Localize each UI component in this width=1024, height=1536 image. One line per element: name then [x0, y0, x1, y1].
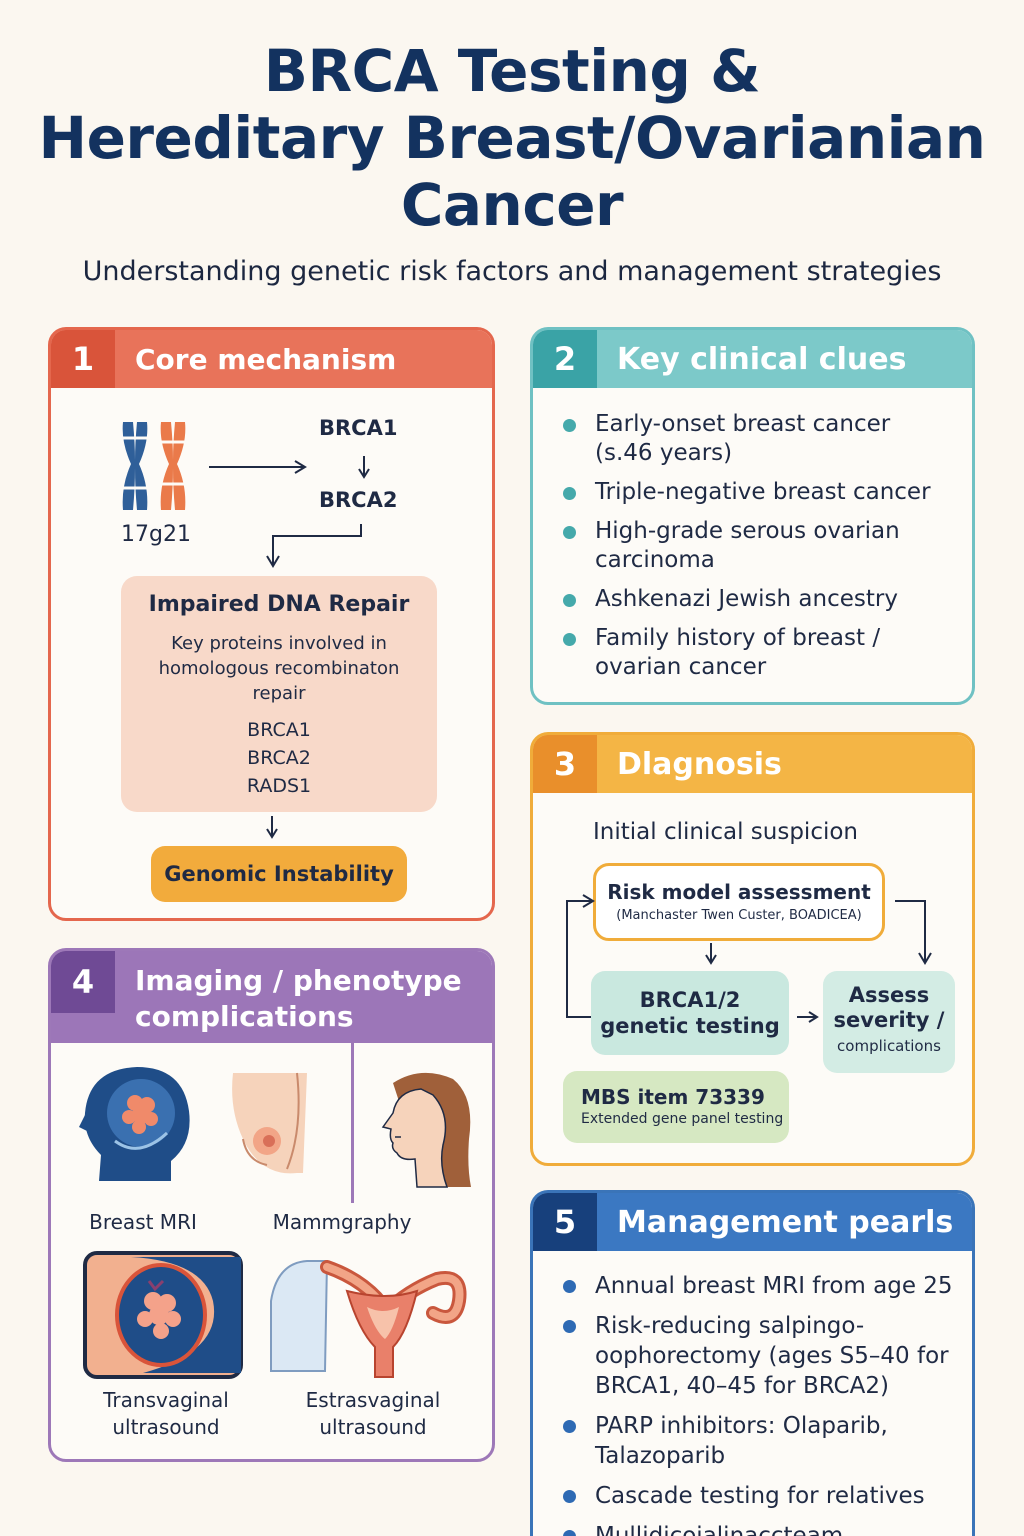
- arrow-down-icon: [266, 816, 278, 839]
- list-item: Family history of breast / ovarian cance…: [563, 624, 952, 682]
- title-line-3: Cancer: [400, 171, 624, 239]
- mechanism-number: 1: [51, 330, 115, 388]
- label-transvaginal-ultrasound: Transvaginal ultrasound: [103, 1388, 229, 1439]
- initial-suspicion: Initial clinical suspicion: [593, 819, 859, 845]
- protein-item: BRCA1: [247, 719, 311, 741]
- list-item: Cascade testing for relatives: [563, 1481, 962, 1511]
- risk-model-subtitle: (Manchaster Twen Custer, BOADICEA): [616, 908, 862, 923]
- mbs-item-title: MBS item 73339: [581, 1085, 765, 1109]
- imaging-number: 4: [51, 951, 115, 1013]
- label-estrasvaginal-ultrasound: Estrasvaginal ultrasound: [305, 1388, 441, 1439]
- title-line-2: Hereditary Breast/Ovarianian: [38, 104, 986, 172]
- imaging-header: 4 Imaging / phenotype complications: [51, 951, 492, 1043]
- arrow-down-icon: [358, 456, 370, 479]
- list-item: Risk-reducing salpingo-oophorectomy (age…: [563, 1311, 962, 1401]
- genetic-testing-line-1: BRCA1/2: [639, 988, 741, 1012]
- breast-icon: [232, 1072, 307, 1174]
- dna-repair-title: Impaired DNA Repair: [148, 592, 410, 617]
- genomic-instability-badge: Genomic Instability: [151, 846, 407, 902]
- diagnosis-header: 3 Dlagnosis: [533, 735, 972, 793]
- genetic-testing-box: BRCA1/2 genetic testing: [591, 971, 789, 1055]
- genetic-testing-line-2: genetic testing: [600, 1014, 780, 1038]
- chromosome-icon: [122, 422, 186, 510]
- mechanism-card: 1 Core mechanism 17g21 BRCA1 BRCA2 Impai…: [48, 327, 495, 921]
- mbs-item-subtitle: Extended gene panel testing: [581, 1111, 784, 1127]
- list-item: Annual breast MRI from age 25: [563, 1271, 962, 1301]
- page-subtitle: Understanding genetic risk factors and m…: [82, 256, 942, 287]
- label-breast-mri: Breast MRI: [89, 1210, 197, 1234]
- clues-header: 2 Key clinical clues: [533, 330, 972, 388]
- gene-brca2: BRCA2: [319, 488, 398, 512]
- elbow-arrow-icon: [266, 524, 362, 568]
- protein-list: BRCA1 BRCA2 RADS1: [121, 716, 437, 800]
- face-profile-icon: [381, 1072, 471, 1188]
- page-title: BRCA Testing & Hereditary Breast/Ovarian…: [0, 38, 1024, 239]
- management-card: 5 Management pearls Annual breast MRI fr…: [530, 1190, 975, 1536]
- image-divider: [351, 1043, 354, 1203]
- flow-arrows: [566, 894, 932, 1023]
- management-header: 5 Management pearls: [533, 1193, 972, 1251]
- list-item: PARP inhibitors: Olaparib, Talazoparib: [563, 1411, 962, 1471]
- mechanism-title: Core mechanism: [135, 342, 397, 376]
- clues-number: 2: [533, 330, 597, 388]
- dna-repair-box: Impaired DNA Repair Key proteins involve…: [121, 576, 437, 812]
- severity-box: Assess severity / complications: [823, 971, 955, 1073]
- imaging-title-line-2: complications: [135, 1000, 354, 1033]
- protein-item: BRCA2: [247, 747, 311, 769]
- gene-locus: 17g21: [121, 522, 191, 547]
- clues-card: 2 Key clinical clues Early-onset breast …: [530, 327, 975, 705]
- clues-title: Key clinical clues: [617, 341, 907, 377]
- list-item: Triple-negative breast cancer: [563, 478, 952, 507]
- mbs-item-box: MBS item 73339 Extended gene panel testi…: [563, 1071, 789, 1143]
- ultrasound-scan-icon: [83, 1251, 243, 1379]
- imaging-card: 4 Imaging / phenotype complications Brea…: [48, 948, 495, 1462]
- imaging-title-line-1: Imaging / phenotype: [135, 964, 462, 997]
- protein-item: RADS1: [246, 775, 312, 797]
- severity-subtitle: complications: [837, 1037, 941, 1055]
- label-mammography: Mammgraphy: [272, 1210, 412, 1234]
- list-item: Ashkenazi Jewish ancestry: [563, 585, 952, 614]
- title-line-1: BRCA Testing &: [263, 37, 761, 105]
- diagnosis-number: 3: [533, 735, 597, 793]
- list-item: Mullidicoialinaccteam: [563, 1521, 962, 1536]
- risk-model-box: Risk model assessment (Manchaster Twen C…: [593, 863, 885, 941]
- management-title: Management pearls: [617, 1204, 954, 1240]
- management-list: Annual breast MRI from age 25 Risk-reduc…: [563, 1271, 962, 1536]
- arrow-right-icon: [209, 460, 307, 474]
- diagnosis-title: Dlagnosis: [617, 746, 782, 782]
- gene-brca1: BRCA1: [319, 416, 398, 440]
- diagnosis-card: 3 Dlagnosis Initial clinical suspicion R…: [530, 732, 975, 1166]
- management-number: 5: [533, 1193, 597, 1251]
- head-mri-icon: [79, 1067, 190, 1181]
- mechanism-header: 1 Core mechanism: [51, 330, 492, 388]
- severity-title: Assess severity /: [833, 983, 945, 1032]
- list-item: High-grade serous ovarian carcinoma: [563, 517, 952, 575]
- list-item: Early-onset breast cancer (s.46 years): [563, 410, 952, 468]
- dna-repair-description: Key proteins involved in homologous reco…: [158, 633, 400, 704]
- uterus-icon: [270, 1260, 467, 1378]
- clue-list: Early-onset breast cancer (s.46 years) T…: [563, 410, 952, 692]
- imaging-title: Imaging / phenotype complications: [115, 951, 462, 1035]
- risk-model-title: Risk model assessment: [607, 880, 871, 904]
